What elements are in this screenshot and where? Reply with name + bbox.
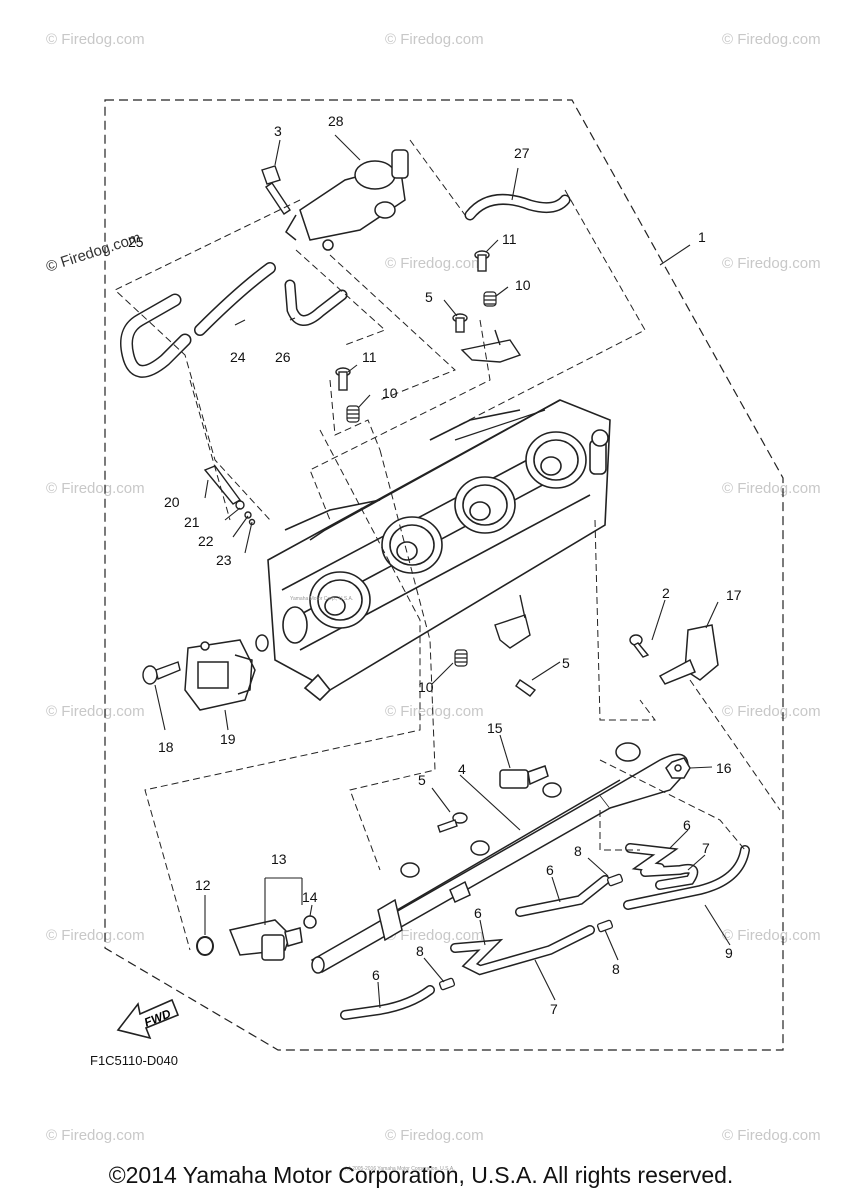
watermark: © Firedog.com <box>46 927 145 944</box>
callout-6: 6 <box>546 862 554 878</box>
copyright-notice: ©2014 Yamaha Motor Corporation, U.S.A. A… <box>108 1162 734 1188</box>
callout-26: 26 <box>275 349 291 365</box>
watermark: © Firedog.com <box>722 1127 821 1144</box>
watermarks: © Firedog.com © Firedog.com © Firedog.co… <box>46 31 821 1144</box>
callout-19: 19 <box>220 731 236 747</box>
screw-5-upper <box>452 313 468 333</box>
callout-5: 5 <box>418 772 426 788</box>
adjust-screw-20 <box>203 465 256 526</box>
spring-10-mid <box>346 405 360 423</box>
throttle-bore <box>454 476 516 534</box>
watermark: © Firedog.com <box>385 31 484 48</box>
isc-valve <box>285 149 409 251</box>
callout-24: 24 <box>230 349 246 365</box>
callout-11: 11 <box>362 349 377 365</box>
callout-28: 28 <box>328 113 344 129</box>
assembly-boundary <box>104 99 784 1051</box>
callout-8: 8 <box>416 943 424 959</box>
throttle-bore <box>309 571 371 629</box>
callout-6: 6 <box>474 905 482 921</box>
callout-1: 1 <box>698 229 706 245</box>
callout-7: 7 <box>550 1001 558 1017</box>
callout-25: 25 <box>128 234 144 250</box>
callout-9: 9 <box>725 945 733 961</box>
forward-arrow: FWD <box>116 998 180 1040</box>
callout-10: 10 <box>418 679 434 695</box>
screw-5-lower <box>515 679 537 697</box>
callout-8: 8 <box>574 843 582 859</box>
spring-10-upper <box>483 291 497 307</box>
callout-2: 2 <box>662 585 670 601</box>
watermark: © Firedog.com <box>722 31 821 48</box>
bolt-3 <box>261 165 291 215</box>
screw-5-rail <box>437 812 468 833</box>
callout-5: 5 <box>562 655 570 671</box>
callout-5: 5 <box>425 289 433 305</box>
fuel-injector <box>228 919 303 961</box>
watermark: © Firedog.com <box>46 31 145 48</box>
throttle-position-sensor <box>184 639 256 711</box>
callout-14: 14 <box>302 889 318 905</box>
throttle-bore <box>381 516 443 574</box>
callout-8: 8 <box>612 961 620 977</box>
reference-code: F1C5110-D040 <box>90 1053 178 1068</box>
watermark: © Firedog.com <box>385 1127 484 1144</box>
watermark: © Firedog.com <box>385 927 484 944</box>
screw-11-mid <box>335 367 351 391</box>
intake-temp-sensor <box>658 624 719 685</box>
throttle-body <box>267 399 611 702</box>
dash-guide-lines <box>114 139 781 951</box>
callouts: 1 2 3 4 5 5 5 6 6 6 6 7 7 8 8 8 9 10 10 … <box>128 113 742 1017</box>
callout-17: 17 <box>726 587 742 603</box>
watermark: © Firedog.com <box>46 703 145 720</box>
callout-10: 10 <box>515 277 531 293</box>
spring-10-lower <box>454 649 468 667</box>
callout-7: 7 <box>702 840 710 856</box>
tiny-footer: (c) 2005-2016 Yamaha Motor Corporation, … <box>345 1166 455 1172</box>
seal-12 <box>196 936 214 956</box>
throttle-bore <box>525 431 587 489</box>
watermark: © Firedog.com <box>722 480 821 497</box>
o-ring-14 <box>303 915 317 929</box>
callout-21: 21 <box>184 514 200 530</box>
callout-13: 13 <box>271 851 287 867</box>
watermark: © Firedog.com <box>722 703 821 720</box>
screw-18 <box>142 661 181 685</box>
callout-6: 6 <box>372 967 380 983</box>
watermark: © Firedog.com <box>385 255 484 272</box>
watermark: © Firedog.com <box>722 255 821 272</box>
watermark: © Firedog.com <box>722 927 821 944</box>
bracket-lower <box>494 594 531 649</box>
callout-20: 20 <box>164 494 180 510</box>
callout-15: 15 <box>487 720 503 736</box>
screw-2 <box>629 634 650 658</box>
callout-22: 22 <box>198 533 214 549</box>
screw-11-upper <box>474 250 490 272</box>
callout-16: 16 <box>716 760 732 776</box>
watermark: © Firedog.com <box>385 703 484 720</box>
hose-clips-8 <box>438 873 624 991</box>
o-ring-tps <box>255 634 269 652</box>
bracket-upper <box>460 329 522 363</box>
watermark: © Firedog.com <box>46 1127 145 1144</box>
callout-11: 11 <box>502 231 517 247</box>
callout-27: 27 <box>514 145 530 161</box>
fwd-label: FWD <box>142 1006 173 1029</box>
callout-4: 4 <box>458 761 466 777</box>
watermark: © Firedog.com <box>46 480 145 497</box>
callout-18: 18 <box>158 739 174 755</box>
leader-lines <box>154 134 731 1009</box>
callout-10: 10 <box>382 385 398 401</box>
nut-16 <box>665 757 691 779</box>
callout-6: 6 <box>683 817 691 833</box>
fuel-pressure-sensor-15 <box>499 765 549 789</box>
stamp-text: Yamaha Motor Corp., U.S.A. <box>290 596 353 602</box>
callout-12: 12 <box>195 877 211 893</box>
callout-23: 23 <box>216 552 232 568</box>
callout-3: 3 <box>274 123 282 139</box>
